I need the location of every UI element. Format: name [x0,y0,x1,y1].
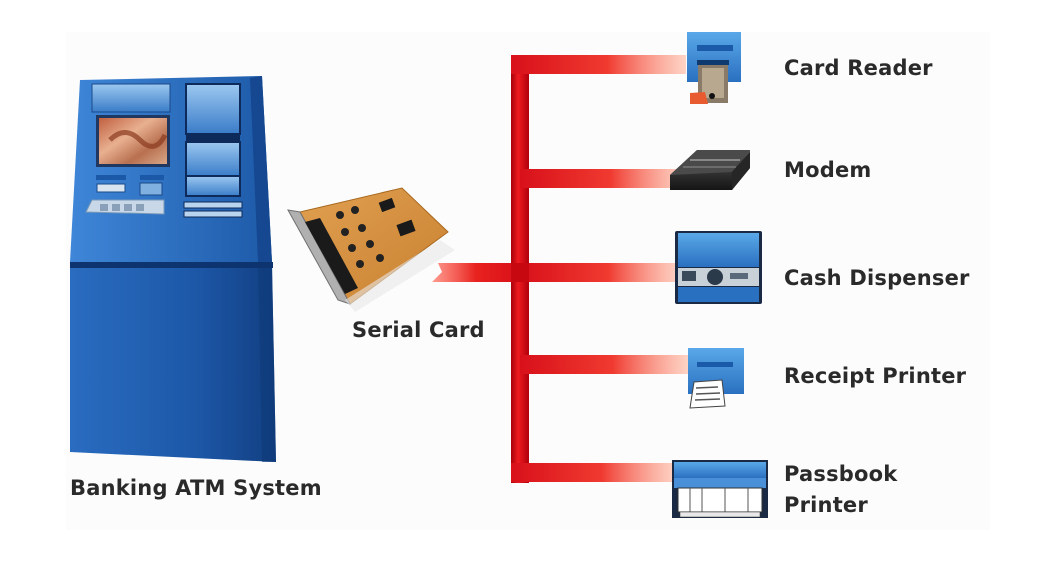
cash-dispenser-icon [675,231,762,304]
bus-branch-cash-dispenser [520,263,680,282]
peripheral-label-passbook-printer: Passbook Printer [784,459,897,521]
bus-branch-serial-card [432,263,520,282]
passbook-label-line-2: Printer [784,493,868,517]
bus-branch-passbook-printer [511,463,676,482]
hub-label: Banking ATM System [70,476,322,500]
atm-machine-illustration [70,76,276,462]
card-reader-icon [687,32,741,104]
bus-branch-modem [520,169,685,188]
peripheral-label-card-reader: Card Reader [784,56,933,80]
receipt-printer-icon [688,348,744,409]
modem-icon [670,150,750,190]
peripheral-label-cash-dispenser: Cash Dispenser [784,266,970,290]
connector-label: Serial Card [352,318,485,342]
bus-connections [432,55,688,483]
bus-branch-card-reader [511,55,686,74]
peripheral-label-receipt-printer: Receipt Printer [784,364,967,388]
peripheral-label-modem: Modem [784,158,872,182]
passbook-printer-icon [672,460,768,518]
passbook-label-line-1: Passbook [784,462,898,486]
serial-card-illustration [287,187,455,312]
bus-branch-receipt-printer [520,355,688,374]
